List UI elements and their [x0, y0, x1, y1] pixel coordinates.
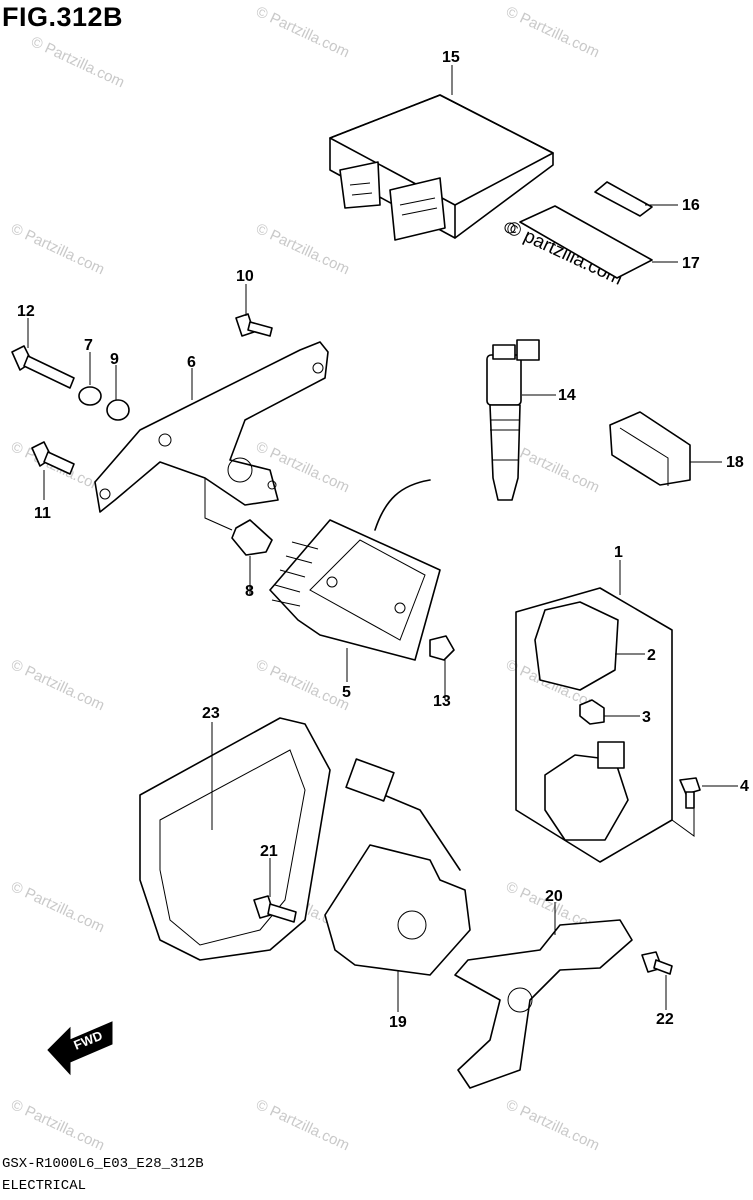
callout-19: 19: [389, 1014, 407, 1031]
part-17-plate[interactable]: [519, 205, 653, 279]
part-15-ecm[interactable]: [329, 94, 554, 241]
callout-7: 7: [84, 337, 93, 354]
callout-16: 16: [682, 197, 700, 214]
callout-3: 3: [642, 709, 651, 726]
watermark: © Partzilla.com: [253, 656, 352, 714]
watermark: © Partzilla.com: [8, 1096, 107, 1154]
callout-15: 15: [442, 49, 460, 66]
watermark: © Partzilla.com: [253, 1096, 352, 1154]
part-10-bolt[interactable]: [235, 313, 273, 337]
forward-direction-arrow: FWD: [47, 1021, 113, 1076]
part-18-connector[interactable]: [609, 411, 691, 486]
part-8-spacer[interactable]: [231, 519, 273, 556]
part-2-relay-cover[interactable]: [534, 601, 619, 691]
part-7-washer[interactable]: [78, 386, 102, 406]
callout-labels: 1 2 3 4 5 6 7 8 9 10 11 12 13 14 15 16 1…: [17, 49, 749, 1031]
callout-4: 4: [740, 778, 749, 795]
watermark: © Partzilla.com: [503, 3, 602, 61]
part-6-bracket[interactable]: [94, 341, 329, 513]
figure-section-label: ELECTRICAL: [2, 1178, 87, 1194]
watermark: © Partzilla.com: [503, 1096, 602, 1154]
part-5-regulator[interactable]: [269, 479, 441, 661]
part-16-pad[interactable]: [594, 181, 653, 217]
part-14-ignition-coil[interactable]: [486, 339, 540, 501]
part-22-bolt[interactable]: [641, 951, 673, 975]
figure-code: GSX-R1000L6_E03_E28_312B: [2, 1156, 204, 1172]
watermark: © Partzilla.com: [8, 656, 107, 714]
watermark: © Partzilla.com: [253, 220, 352, 278]
callout-23: 23: [202, 705, 220, 722]
callout-17: 17: [682, 255, 700, 272]
callout-12: 12: [17, 303, 35, 320]
part-4-bolt[interactable]: [679, 777, 701, 809]
watermark: © Partzilla.com: [28, 33, 127, 91]
watermark: © Partzilla.com: [8, 878, 107, 936]
watermark: © Partzilla.com: [8, 220, 107, 278]
callout-6: 6: [187, 354, 196, 371]
part-3-fuse[interactable]: [579, 699, 605, 725]
part-13-nut[interactable]: [429, 635, 455, 661]
callout-11: 11: [34, 505, 51, 522]
callout-22: 22: [656, 1011, 674, 1028]
part-9-collar[interactable]: [106, 399, 130, 421]
callout-20: 20: [545, 888, 563, 905]
watermark: © Partzilla.com: [253, 3, 352, 61]
callout-1: 1: [614, 544, 623, 561]
leader-lines: [27, 65, 738, 1012]
figure-title: FIG.312B: [2, 2, 124, 32]
callout-13: 13: [433, 693, 451, 710]
callout-2: 2: [647, 647, 656, 664]
part-11-bolt[interactable]: [31, 441, 75, 475]
part-21-screw[interactable]: [253, 895, 297, 923]
callout-9: 9: [110, 351, 119, 368]
callout-10: 10: [236, 268, 254, 285]
part-1-starter-relay[interactable]: [544, 741, 629, 841]
copyright-mark-icon: [504, 222, 516, 234]
callout-21: 21: [260, 843, 278, 860]
callout-18: 18: [726, 454, 744, 471]
callout-5: 5: [342, 684, 351, 701]
part-23-cover[interactable]: [139, 717, 331, 961]
callout-14: 14: [558, 387, 576, 404]
part-20-bracket[interactable]: [454, 919, 633, 1089]
callout-8: 8: [245, 583, 254, 600]
part-19-tilt-sensor[interactable]: [324, 758, 471, 976]
part-12-bolt[interactable]: [11, 345, 75, 389]
